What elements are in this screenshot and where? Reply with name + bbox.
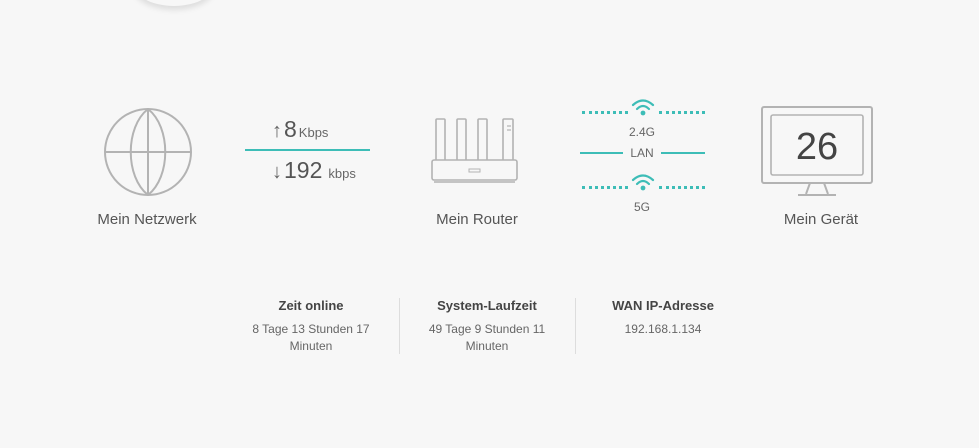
download-value: 192	[284, 157, 323, 183]
stat-wan-ip: WAN IP-Adresse 192.168.1.134	[596, 298, 730, 338]
speed-divider	[245, 149, 370, 151]
router-icon	[431, 118, 518, 183]
globe-icon	[104, 108, 192, 196]
stat-value: 192.168.1.134	[624, 322, 702, 336]
upload-unit: Kbps	[298, 125, 329, 140]
stat-title: WAN IP-Adresse	[612, 298, 714, 313]
stat-divider	[575, 298, 576, 354]
router-label: Mein Router	[436, 211, 518, 228]
arrow-down-icon: ↓	[272, 161, 282, 183]
download-unit: kbps	[328, 166, 356, 181]
stat-divider	[399, 298, 400, 354]
wifi-24-icon	[631, 99, 655, 116]
band-5-label: 5G	[633, 200, 650, 214]
arrow-up-icon: ↑	[272, 120, 282, 142]
network-label: Mein Netzwerk	[97, 211, 197, 228]
stat-value: 8 Tage 13 Stunden 17 Minuten	[252, 322, 370, 353]
stat-value: 49 Tage 9 Stunden 11 Minuten	[428, 322, 546, 353]
stat-title: System-Laufzeit	[437, 298, 537, 313]
network-section[interactable]: Mein Netzwerk	[80, 100, 214, 235]
monitor-icon	[761, 106, 873, 196]
device-section[interactable]: 26 Mein Gerät	[754, 104, 888, 235]
stat-title: Zeit online	[278, 298, 344, 313]
router-section[interactable]: Mein Router	[410, 110, 544, 235]
band-24-label: 2.4G	[628, 125, 655, 139]
wifi-24-line-right	[659, 111, 705, 114]
wifi-5-line-right	[659, 186, 705, 189]
wifi-5-line-left	[582, 186, 628, 189]
device-label: Mein Gerät	[783, 211, 859, 228]
upload-value: 8	[284, 116, 297, 142]
stat-online-time: Zeit online 8 Tage 13 Stunden 17 Minuten	[244, 298, 378, 355]
upload-speed: ↑ 8 Kbps	[272, 116, 328, 143]
top-decorative-arc	[132, 0, 216, 6]
stat-system-uptime: System-Laufzeit 49 Tage 9 Stunden 11 Min…	[420, 298, 554, 355]
wifi-5-icon	[631, 174, 655, 191]
wifi-24-line-left	[582, 111, 628, 114]
lan-line-left	[580, 152, 623, 154]
lan-line-right	[661, 152, 705, 154]
lan-label: LAN	[630, 146, 654, 160]
download-speed: ↓ 192 kbps	[272, 157, 356, 184]
device-count: 26	[795, 126, 839, 168]
